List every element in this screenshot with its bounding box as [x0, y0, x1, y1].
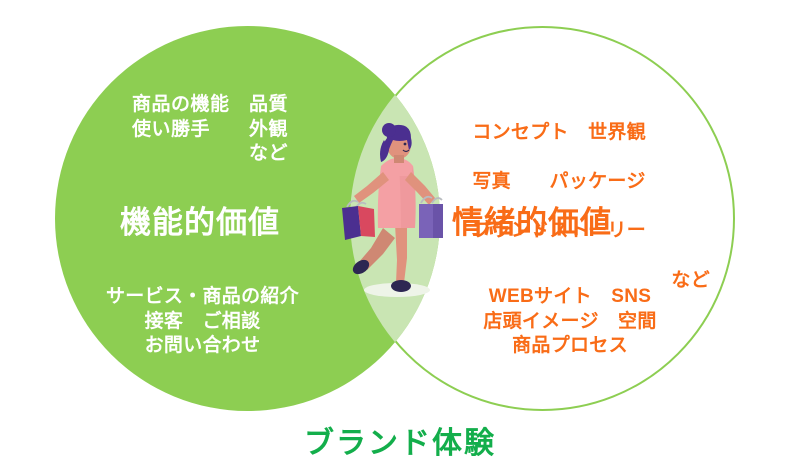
shopping-woman-illustration	[337, 120, 457, 310]
emotional-top-line-1: コンセプト 世界観	[472, 121, 647, 143]
bag-left	[342, 199, 375, 240]
brand-experience-caption: ブランド体験	[304, 427, 496, 460]
bag-right	[419, 195, 443, 238]
emotional-top-line-3: ブランドストーリー	[472, 220, 647, 242]
emotional-value-top-items: コンセプト 世界観 写真 パッケージ ブランドストーリー など	[450, 96, 710, 343]
emotional-top-line-2: 写真 パッケージ	[472, 171, 646, 193]
functional-value-bottom-items: サービス・商品の紹介 接客 ご相談 お問い合わせ	[105, 286, 299, 357]
arm-left	[354, 172, 389, 203]
emotional-value-title: 情緒的価値	[452, 205, 612, 240]
shoe-front	[391, 280, 411, 292]
emotional-top-line-4: など	[671, 269, 710, 291]
functional-value-top-items: 商品の機能 品質 使い勝手 外観 など	[131, 94, 288, 165]
emotional-value-bottom-items: WEBサイト SNS 店頭イメージ 空間 商品プロセス	[483, 286, 657, 357]
shoe-back	[352, 259, 370, 275]
functional-value-title: 機能的価値	[120, 205, 280, 240]
